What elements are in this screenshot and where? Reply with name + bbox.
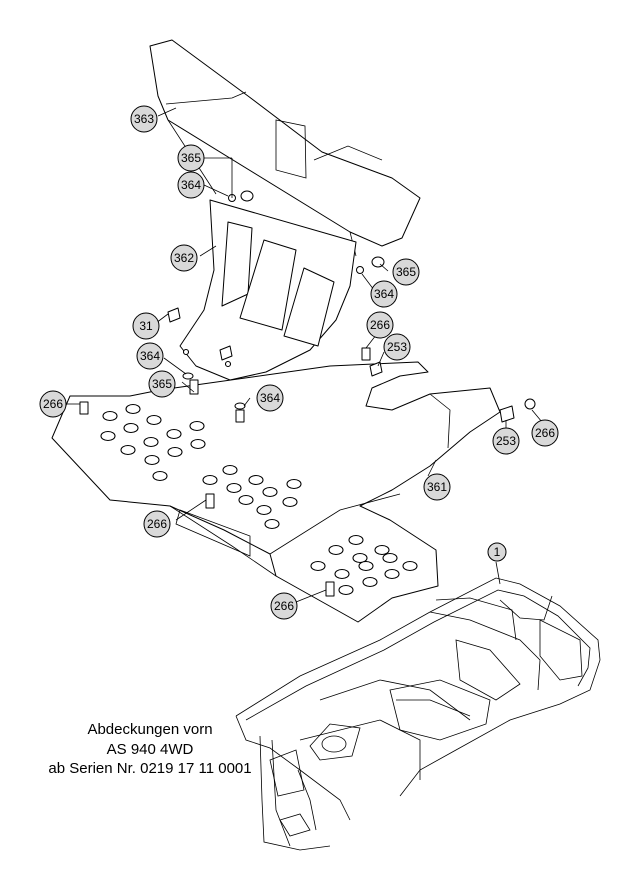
- callout-266-lower: 266: [270, 592, 298, 620]
- svg-text:364: 364: [260, 391, 280, 405]
- callout-253-right: 253: [492, 427, 520, 455]
- callout-365-right: 365: [392, 258, 420, 286]
- callout-364-right: 364: [370, 280, 398, 308]
- svg-text:364: 364: [374, 287, 394, 301]
- callout-31: 31: [132, 312, 160, 340]
- part-1-frame: [235, 577, 601, 851]
- callout-361: 361: [423, 473, 451, 501]
- svg-text:253: 253: [387, 340, 407, 354]
- callout-362: 362: [170, 244, 198, 272]
- svg-text:365: 365: [152, 377, 172, 391]
- svg-text:364: 364: [181, 178, 201, 192]
- floor-holes-middle: [202, 464, 302, 530]
- svg-text:364: 364: [140, 349, 160, 363]
- fasteners: [79, 190, 536, 597]
- callout-266-middle: 266: [143, 510, 171, 538]
- svg-text:365: 365: [396, 265, 416, 279]
- callout-364-left: 364: [136, 342, 164, 370]
- callout-363: 363: [130, 105, 158, 133]
- svg-text:266: 266: [274, 599, 294, 613]
- svg-text:266: 266: [43, 397, 63, 411]
- svg-text:362: 362: [174, 251, 194, 265]
- callout-365-top: 365: [177, 144, 205, 172]
- callout-266-upper: 266: [366, 311, 394, 339]
- caption-title: Abdeckungen vorn: [87, 721, 213, 738]
- svg-text:266: 266: [370, 318, 390, 332]
- svg-text:1: 1: [494, 545, 501, 559]
- callout-266-right: 266: [531, 419, 559, 447]
- leader-lines: [64, 107, 543, 603]
- svg-text:361: 361: [427, 480, 447, 494]
- callout-253-upper: 253: [383, 333, 411, 361]
- callout-364-lower: 364: [256, 384, 284, 412]
- callout-364-top: 364: [177, 171, 205, 199]
- svg-text:365: 365: [181, 151, 201, 165]
- caption-model: AS 940 4WD: [106, 741, 194, 758]
- caption-serial: ab Serien Nr. 0219 17 11 0001: [48, 760, 252, 777]
- svg-text:253: 253: [496, 434, 516, 448]
- svg-text:266: 266: [147, 517, 167, 531]
- callout-266-left: 266: [39, 390, 67, 418]
- svg-text:31: 31: [139, 319, 153, 333]
- callout-365-left: 365: [148, 370, 176, 398]
- floor-holes-left: [100, 403, 206, 482]
- svg-text:363: 363: [134, 112, 154, 126]
- callout-1: 1: [487, 542, 507, 562]
- svg-text:266: 266: [535, 426, 555, 440]
- part-362-front-shield: [179, 199, 357, 381]
- floor-holes-right: [310, 534, 418, 596]
